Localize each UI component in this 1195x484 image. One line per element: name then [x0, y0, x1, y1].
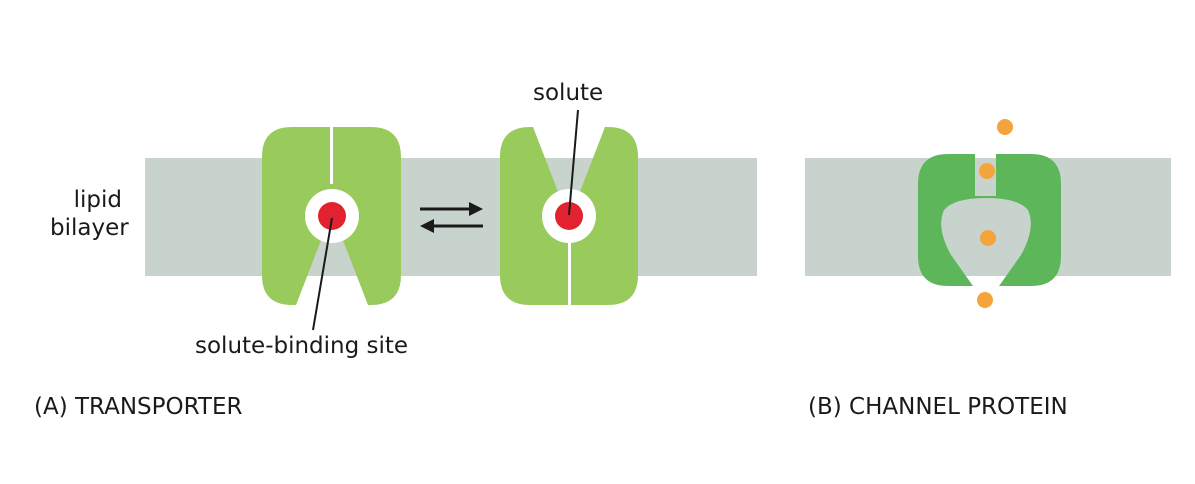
solute-1	[318, 202, 346, 230]
solute-binding-site-label: solute-binding site	[195, 333, 409, 359]
equilibrium-arrows-icon	[420, 202, 483, 233]
lipid-bilayer-label: lipid bilayer	[50, 187, 129, 242]
caption-transporter: (A) TRANSPORTER	[34, 394, 243, 420]
lipid-bilayer-left	[145, 158, 757, 276]
ion-4	[977, 292, 993, 308]
caption-channel-protein: (B) CHANNEL PROTEIN	[808, 394, 1068, 420]
lipid-bilayer-label-line2: bilayer	[50, 214, 129, 241]
ion-1	[997, 119, 1013, 135]
ion-2	[979, 163, 995, 179]
lipid-bilayer-label-line1: lipid	[73, 187, 122, 213]
solute-label: solute	[533, 80, 604, 106]
solute-pointer	[568, 109, 579, 216]
channel-protein	[918, 154, 1061, 286]
solute-2	[555, 202, 583, 230]
binding-site-pointer	[312, 217, 333, 331]
ion-3	[980, 230, 996, 246]
